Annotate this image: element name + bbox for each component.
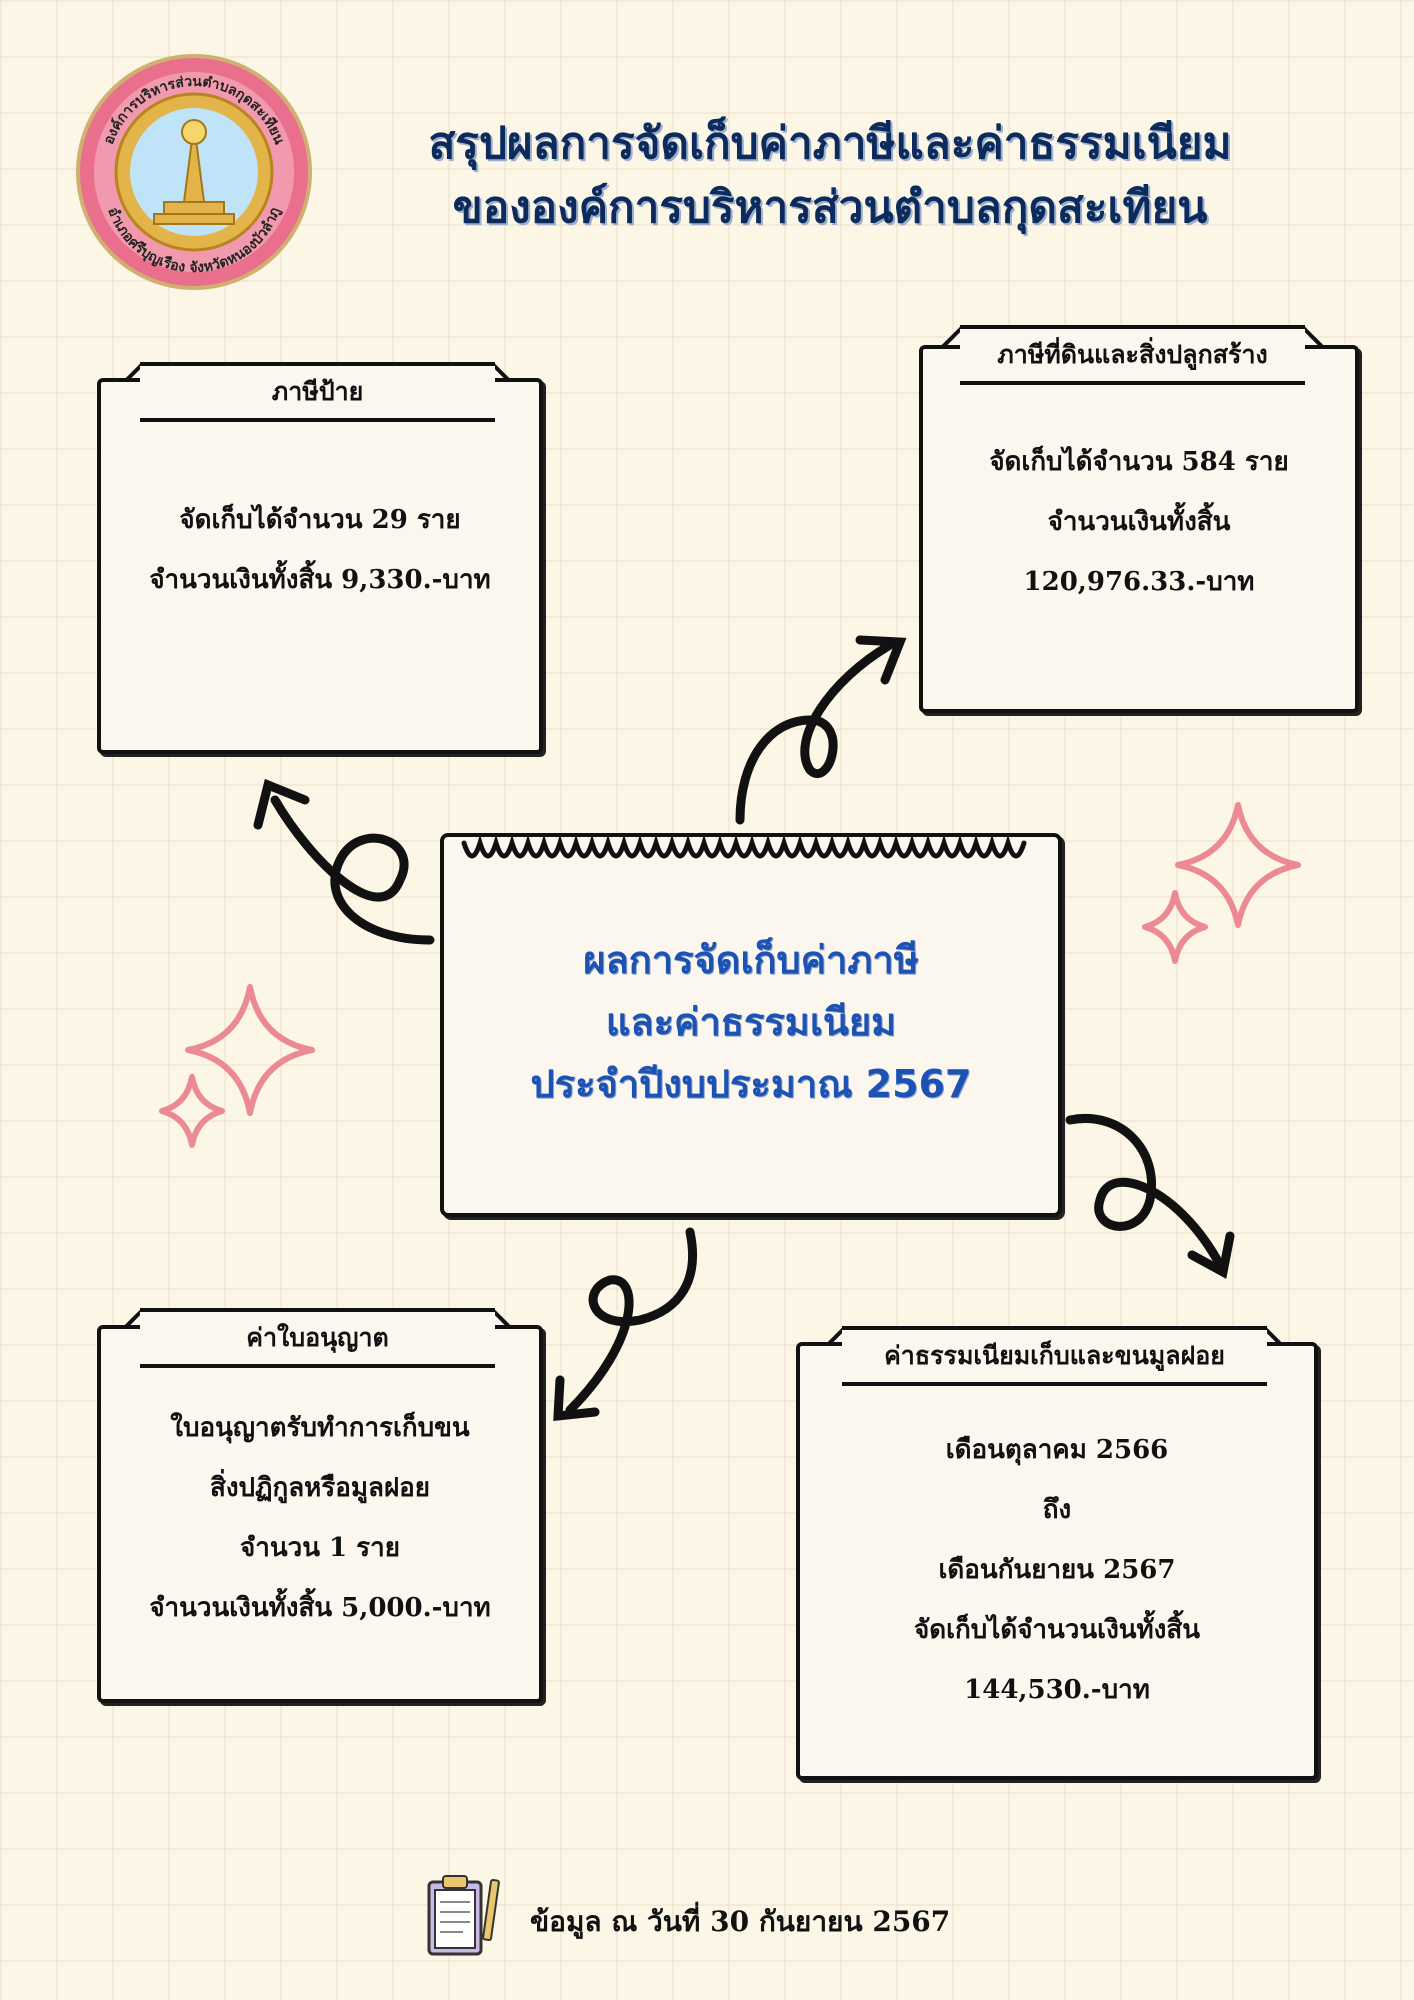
center-heading: ผลการจัดเก็บค่าภาษี และค่าธรรมเนียม ประจ… bbox=[444, 929, 1058, 1115]
waste-fee-line-5: 144,530.-บาท bbox=[964, 1675, 1150, 1705]
sign-tax-body: จัดเก็บได้จำนวน 29 ราย จำนวนเงินทั้งสิ้น… bbox=[97, 490, 543, 610]
sparkle-icon bbox=[1175, 802, 1301, 928]
center-line-1: ผลการจัดเก็บค่าภาษี bbox=[583, 938, 919, 982]
title-line-2: ขององค์การบริหารส่วนตำบลกุดสะเทียน bbox=[452, 182, 1208, 233]
curly-arrow-icon bbox=[1065, 1114, 1225, 1270]
sign-tax-line-1: จัดเก็บได้จำนวน 29 ราย bbox=[179, 505, 461, 535]
footer-note: ข้อมูล ณ วันที่ 30 กันยายน 2567 bbox=[530, 1905, 951, 1938]
waste-fee-line-2: ถึง bbox=[1042, 1495, 1072, 1525]
waste-fee-line-3: เดือนกันยายน 2567 bbox=[938, 1555, 1176, 1585]
curly-arrow-icon bbox=[270, 795, 435, 945]
land-tax-line-1: จัดเก็บได้จำนวน 584 ราย bbox=[989, 447, 1289, 477]
land-tax-line-2: จำนวนเงินทั้งสิ้น bbox=[1047, 507, 1231, 537]
arrow-head-icon bbox=[553, 1375, 600, 1422]
license-fee-card bbox=[97, 1325, 543, 1703]
curly-arrow-icon bbox=[565, 1227, 698, 1415]
land-tax-body: จัดเก็บได้จำนวน 584 ราย จำนวนเงินทั้งสิ้… bbox=[919, 432, 1359, 612]
clipboard-icon bbox=[425, 1870, 505, 1960]
license-fee-line-1: ใบอนุญาตรับทำการเก็บขน bbox=[170, 1413, 470, 1443]
sparkle-icon bbox=[185, 984, 315, 1116]
center-card: ผลการจัดเก็บค่าภาษี และค่าธรรมเนียม ประจ… bbox=[440, 833, 1062, 1217]
emblem-logo: องค์การบริหารส่วนตำบลกุดสะเทียน อำเภอศรี… bbox=[74, 52, 314, 292]
page-title: สรุปผลการจัดเก็บค่าภาษีและค่าธรรมเนียม ข… bbox=[330, 112, 1330, 240]
sign-tax-card bbox=[97, 378, 543, 754]
curly-arrow-icon bbox=[735, 640, 895, 825]
land-tax-line-3: 120,976.33.-บาท bbox=[1023, 567, 1255, 597]
sign-tax-line-2: จำนวนเงินทั้งสิ้น 9,330.-บาท bbox=[149, 565, 491, 595]
waste-fee-body: เดือนตุลาคม 2566 ถึง เดือนกันยายน 2567 จ… bbox=[796, 1420, 1318, 1720]
waste-fee-line-1: เดือนตุลาคม 2566 bbox=[945, 1435, 1169, 1465]
spiral-binding bbox=[461, 834, 1027, 859]
waste-fee-line-4: จัดเก็บได้จำนวนเงินทั้งสิ้น bbox=[913, 1615, 1201, 1645]
waste-fee-heading: ค่าธรรมเนียมเก็บและขนมูลฝอย bbox=[842, 1326, 1267, 1386]
license-fee-line-2: สิ่งปฏิกูลหรือมูลฝอย bbox=[209, 1473, 431, 1503]
license-fee-heading: ค่าใบอนุญาต bbox=[140, 1308, 495, 1368]
license-fee-body: ใบอนุญาตรับทำการเก็บขน สิ่งปฏิกูลหรือมูล… bbox=[97, 1398, 543, 1638]
arrow-head-icon bbox=[1187, 1231, 1235, 1279]
waste-fee-card bbox=[796, 1342, 1318, 1780]
sparkle-icon bbox=[1142, 890, 1208, 964]
center-line-3: ประจำปีงบประมาณ 2567 bbox=[530, 1062, 972, 1106]
center-line-2: และค่าธรรมเนียม bbox=[605, 1000, 897, 1044]
title-line-1: สรุปผลการจัดเก็บค่าภาษีและค่าธรรมเนียม bbox=[428, 118, 1232, 169]
license-fee-line-4: จำนวนเงินทั้งสิ้น 5,000.-บาท bbox=[149, 1593, 491, 1623]
land-tax-heading: ภาษีที่ดินและสิ่งปลูกสร้าง bbox=[960, 325, 1305, 385]
arrow-head-icon bbox=[855, 635, 907, 685]
sparkle-icon bbox=[159, 1074, 225, 1148]
license-fee-line-3: จำนวน 1 ราย bbox=[240, 1533, 400, 1563]
arrow-head-icon bbox=[253, 778, 310, 830]
sign-tax-heading: ภาษีป้าย bbox=[140, 362, 495, 422]
